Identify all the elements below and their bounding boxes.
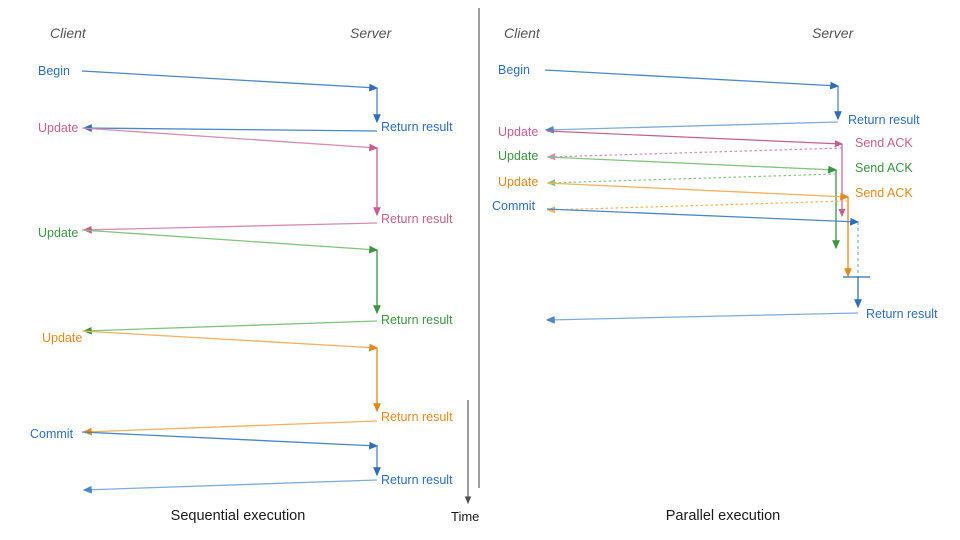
label-update-3-parallel: Update (498, 175, 538, 189)
arrow-update3-ack-parallel (546, 200, 849, 214)
arrow-update3-response (82, 420, 378, 436)
arrow-commit-response-parallel (545, 312, 859, 324)
arrow-update2-ack-parallel (546, 173, 837, 187)
message-group-begin-parallel: Begin Return result (498, 63, 920, 134)
arrow-update2-request-parallel (546, 156, 838, 174)
label-send-ack-1: Send ACK (855, 136, 913, 150)
server-lifeline-label-parallel: Server (812, 25, 855, 41)
arrow-begin-response-parallel (544, 121, 839, 134)
label-update-2: Update (38, 226, 78, 240)
label-commit-parallel: Commit (492, 199, 536, 213)
label-return-result-update2: Return result (381, 313, 453, 327)
panel-parallel: Client Server Begin Return result Update… (492, 25, 938, 524)
label-return-result-begin: Return result (381, 120, 453, 134)
client-lifeline-label-parallel: Client (504, 25, 541, 41)
message-group-update1-sequential: Update Return result (38, 121, 453, 234)
label-return-result-update1: Return result (381, 212, 453, 226)
label-update-1: Update (38, 121, 78, 135)
server-lifeline-label-sequential: Server (350, 25, 393, 41)
panel-sequential: Client Server Begin Return result Update… (30, 25, 453, 524)
time-axis-label: Time (451, 509, 479, 524)
caption-sequential: Sequential execution (171, 508, 306, 524)
label-commit: Commit (30, 427, 74, 441)
label-begin-parallel: Begin (498, 63, 530, 77)
arrow-begin-request-parallel (544, 69, 840, 90)
label-update-2-parallel: Update (498, 149, 538, 163)
arrow-update1-ack-parallel (546, 147, 843, 161)
client-lifeline-label-sequential: Client (50, 25, 87, 41)
message-group-begin-sequential: Begin Return result (38, 64, 453, 134)
message-group-update1-parallel: Update Send ACK (498, 125, 913, 218)
arrow-update1-request (81, 127, 379, 152)
label-return-result-update3: Return result (381, 410, 453, 424)
label-update-1-parallel: Update (498, 125, 538, 139)
arrow-update1-response (82, 222, 378, 234)
caption-parallel: Parallel execution (666, 508, 780, 524)
arrow-begin-request (81, 70, 379, 92)
label-begin: Begin (38, 64, 70, 78)
message-group-update2-parallel: Update Send ACK (498, 149, 913, 250)
arrow-update3-request-parallel (546, 182, 850, 201)
arrow-update1-request-parallel (546, 130, 844, 148)
label-send-ack-3: Send ACK (855, 186, 913, 200)
arrow-update2-request (81, 229, 379, 254)
message-group-commit-sequential: Commit Return result (30, 427, 453, 494)
arrow-commit-request-parallel (546, 208, 860, 226)
arrow-update3-request (81, 330, 379, 352)
arrow-update2-response (82, 320, 378, 335)
label-send-ack-2: Send ACK (855, 161, 913, 175)
label-return-result-begin-parallel: Return result (848, 113, 920, 127)
message-group-commit-parallel: Commit Return result (492, 199, 938, 324)
arrow-commit-response (82, 479, 378, 494)
label-return-result-commit: Return result (381, 473, 453, 487)
message-group-update2-sequential: Update Return result (38, 226, 453, 335)
message-group-update3-sequential: Update Return result (42, 330, 453, 436)
message-group-update3-parallel: Update Send ACK (498, 175, 913, 278)
arrow-commit-request (81, 431, 379, 450)
label-return-result-commit-parallel: Return result (866, 307, 938, 321)
label-update-3: Update (42, 331, 82, 345)
arrow-begin-response (82, 124, 378, 132)
